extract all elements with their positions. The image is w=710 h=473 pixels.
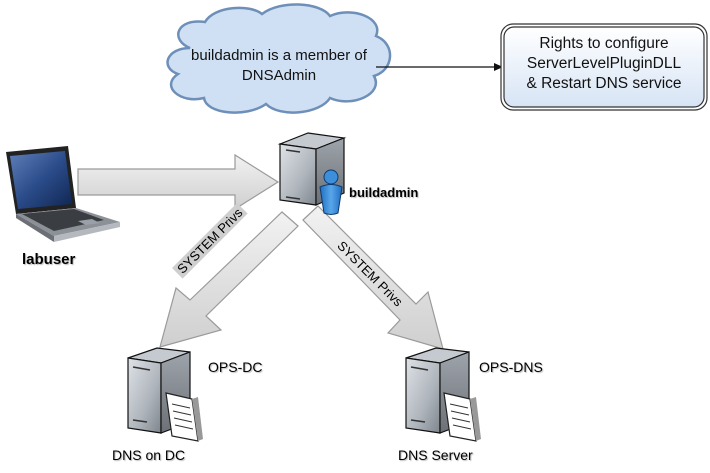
cloud-shape <box>166 3 392 114</box>
dns-server-caption: DNS Server <box>398 447 473 463</box>
server-document-icon-dc <box>127 347 203 442</box>
ops-dc-label: OPS-DC <box>208 359 263 375</box>
user-icon <box>319 169 343 215</box>
document-icon <box>165 392 203 442</box>
rights-label-line1: Rights to configure <box>539 35 669 52</box>
system-privs-arrow-left <box>159 211 299 348</box>
server-document-icon-dns <box>405 347 481 442</box>
buildadmin-label: buildadmin <box>349 185 419 200</box>
rights-box <box>500 23 708 111</box>
cloud-label: buildadmin is a member of DNSAdmin <box>168 46 390 86</box>
rights-label-line3: & Restart DNS service <box>526 75 682 92</box>
dns-on-dc-caption: DNS on DC <box>112 447 186 463</box>
cloud-to-rights-connector <box>376 63 503 71</box>
cloud-label-line1: buildadmin is a member of <box>191 47 367 64</box>
ops-dns-label: OPS-DNS <box>479 359 543 375</box>
cloud-label-line2: DNSAdmin <box>241 67 317 84</box>
server-user-icon <box>277 132 347 215</box>
system-privs-arrow-right <box>302 205 444 350</box>
membership-cloud <box>166 3 392 114</box>
labuser-label: labuser <box>22 251 76 268</box>
laptop-icon <box>6 146 120 242</box>
rights-label-line2: ServerLevelPluginDLL <box>526 55 682 72</box>
rights-label: Rights to configure ServerLevelPluginDLL… <box>503 34 705 94</box>
access-arrow <box>77 153 280 211</box>
document-icon <box>443 392 481 442</box>
